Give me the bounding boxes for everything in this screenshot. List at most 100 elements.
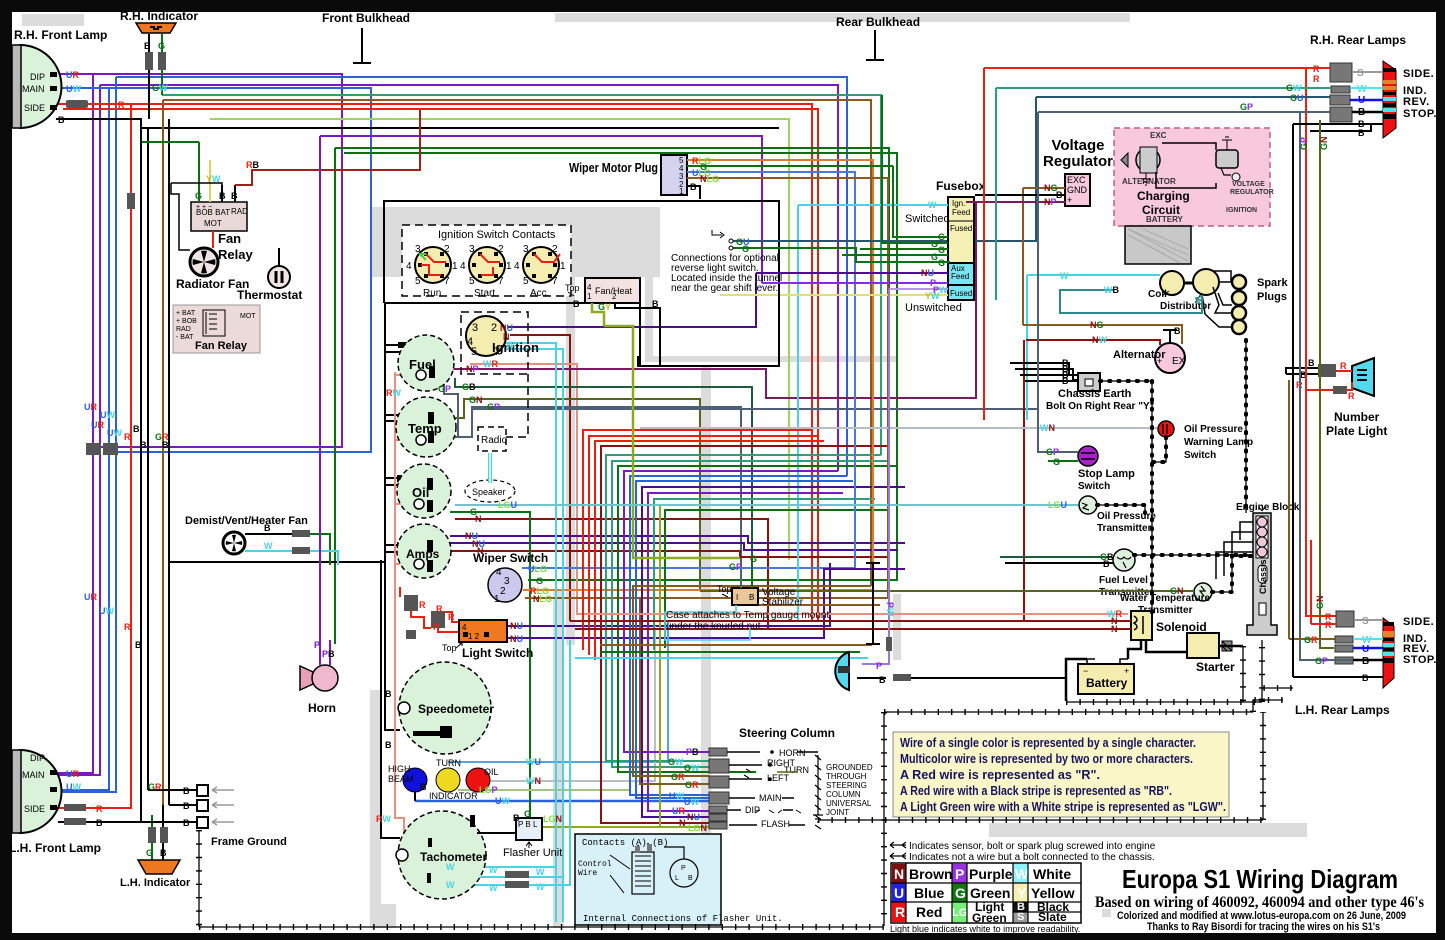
- svg-text:4: 4: [514, 261, 520, 272]
- svg-text:5: 5: [469, 276, 475, 287]
- svg-text:N: N: [894, 866, 904, 882]
- svg-text:B: B: [1362, 656, 1369, 667]
- svg-text:N: N: [679, 818, 686, 828]
- svg-text:LG: LG: [952, 907, 967, 919]
- svg-text:B: B: [1358, 107, 1365, 118]
- svg-text:N: N: [475, 514, 482, 524]
- svg-text:near the gear shift lever.: near the gear shift lever.: [671, 283, 778, 294]
- svg-text:Ign.: Ign.: [952, 199, 965, 208]
- svg-text:Frame Ground: Frame Ground: [211, 836, 287, 848]
- svg-text:HIGH: HIGH: [388, 764, 411, 774]
- svg-text:W: W: [506, 340, 515, 350]
- svg-text:Fuel Level: Fuel Level: [1099, 575, 1148, 586]
- svg-text:R: R: [1325, 620, 1332, 630]
- svg-text:Plugs: Plugs: [1257, 291, 1287, 303]
- svg-text:LEFT: LEFT: [767, 773, 790, 783]
- svg-text:U: U: [1362, 644, 1369, 655]
- svg-text:GY: GY: [598, 302, 611, 312]
- svg-text:R: R: [124, 432, 131, 442]
- svg-text:NW: NW: [1092, 335, 1108, 345]
- svg-text:Battery: Battery: [1086, 676, 1128, 690]
- svg-text:Located inside the tunnel: Located inside the tunnel: [671, 273, 782, 284]
- svg-text:P: P: [314, 640, 320, 650]
- svg-text:SIDE.: SIDE.: [1403, 616, 1434, 628]
- svg-text:2: 2: [498, 244, 504, 255]
- svg-text:Relay: Relay: [218, 247, 253, 262]
- svg-text:7: 7: [494, 346, 500, 358]
- svg-text:Switch: Switch: [1184, 450, 1216, 461]
- svg-text:S: S: [1357, 68, 1364, 79]
- svg-text:Alternator: Alternator: [1113, 349, 1166, 361]
- svg-text:W: W: [1015, 866, 1029, 882]
- svg-text:Speaker: Speaker: [472, 487, 506, 497]
- svg-text:2: 2: [491, 322, 497, 334]
- svg-text:NU: NU: [465, 531, 478, 541]
- svg-text:G: G: [955, 885, 966, 901]
- svg-text:Thanks to Ray Bisordi for trac: Thanks to Ray Bisordi for tracing the wi…: [1147, 921, 1380, 933]
- svg-text:Top: Top: [717, 584, 732, 594]
- svg-text:Indicates sensor, bolt or spar: Indicates sensor, bolt or spark plug scr…: [909, 841, 1156, 852]
- svg-text:P B L: P B L: [518, 820, 538, 829]
- svg-text:3: 3: [679, 172, 684, 181]
- svg-text:Spark: Spark: [1257, 277, 1288, 289]
- svg-text:4: 4: [462, 623, 467, 632]
- svg-text:Unswitched: Unswitched: [905, 302, 962, 314]
- svg-text:B: B: [385, 740, 392, 750]
- svg-text:GR: GR: [685, 780, 699, 790]
- svg-text:B: B: [264, 523, 271, 533]
- svg-text:+: +: [1157, 356, 1162, 366]
- svg-text:3: 3: [472, 322, 478, 334]
- svg-text:W: W: [264, 541, 273, 551]
- svg-text:SIDE.: SIDE.: [1403, 68, 1434, 80]
- svg-text:−: −: [1083, 666, 1088, 676]
- svg-text:Ignition: Ignition: [492, 340, 539, 355]
- svg-text:R: R: [118, 100, 125, 110]
- svg-text:Based on wiring of 460092, 460: Based on wiring of 460092, 460094 and ot…: [1095, 894, 1424, 911]
- svg-text:A Light Green wire with a Whit: A Light Green wire with a White stripe i…: [900, 799, 1226, 814]
- svg-text:Acc.: Acc.: [530, 288, 549, 299]
- svg-text:ULG: ULG: [692, 168, 711, 178]
- svg-text:UR: UR: [672, 806, 686, 816]
- svg-text:4: 4: [406, 261, 412, 272]
- svg-text:1 2: 1 2: [468, 632, 480, 641]
- svg-text:Fused: Fused: [950, 224, 972, 233]
- svg-text:P: P: [681, 865, 686, 872]
- svg-text:RW: RW: [376, 814, 391, 824]
- svg-text:NU: NU: [500, 323, 513, 333]
- svg-text:GU: GU: [1290, 93, 1304, 103]
- svg-text:W: W: [489, 865, 498, 875]
- svg-text:GW: GW: [684, 763, 700, 773]
- svg-text:S: S: [1017, 911, 1024, 923]
- svg-text:Run: Run: [423, 288, 441, 299]
- svg-text:GU: GU: [736, 237, 750, 247]
- svg-text:Charging: Charging: [1137, 189, 1190, 203]
- svg-text:R.H. Front Lamp: R.H. Front Lamp: [14, 28, 107, 42]
- svg-text:B: B: [133, 424, 140, 434]
- svg-text:W: W: [489, 883, 498, 893]
- svg-text:R: R: [1313, 64, 1320, 74]
- svg-text:REV.: REV.: [1403, 96, 1430, 108]
- svg-text:EX: EX: [1172, 356, 1186, 367]
- svg-text:NU: NU: [687, 812, 700, 822]
- svg-text:3: 3: [523, 244, 529, 255]
- svg-text:Start: Start: [474, 288, 495, 299]
- svg-text:GND: GND: [1067, 185, 1088, 195]
- svg-text:PB: PB: [686, 747, 699, 757]
- svg-text:R.H. Indicator: R.H. Indicator: [120, 9, 198, 23]
- svg-text:Stabilizer: Stabilizer: [762, 597, 804, 608]
- svg-text:MAIN: MAIN: [22, 770, 45, 780]
- svg-text:GW: GW: [1286, 83, 1302, 93]
- svg-text:WR: WR: [483, 359, 499, 369]
- svg-text:COLUMN: COLUMN: [826, 790, 861, 799]
- svg-text:Voltage: Voltage: [1051, 137, 1104, 154]
- svg-text:DIP: DIP: [30, 753, 45, 763]
- svg-text:N: N: [1111, 624, 1118, 634]
- svg-text:N: N: [503, 332, 510, 342]
- svg-text:PW: PW: [933, 285, 948, 295]
- svg-text:G: G: [470, 507, 477, 517]
- svg-text:Control: Control: [578, 860, 612, 869]
- svg-text:4: 4: [587, 283, 592, 292]
- svg-text:G: G: [700, 162, 707, 172]
- svg-text:R: R: [1313, 74, 1320, 84]
- svg-text:Steering Column: Steering Column: [739, 726, 835, 740]
